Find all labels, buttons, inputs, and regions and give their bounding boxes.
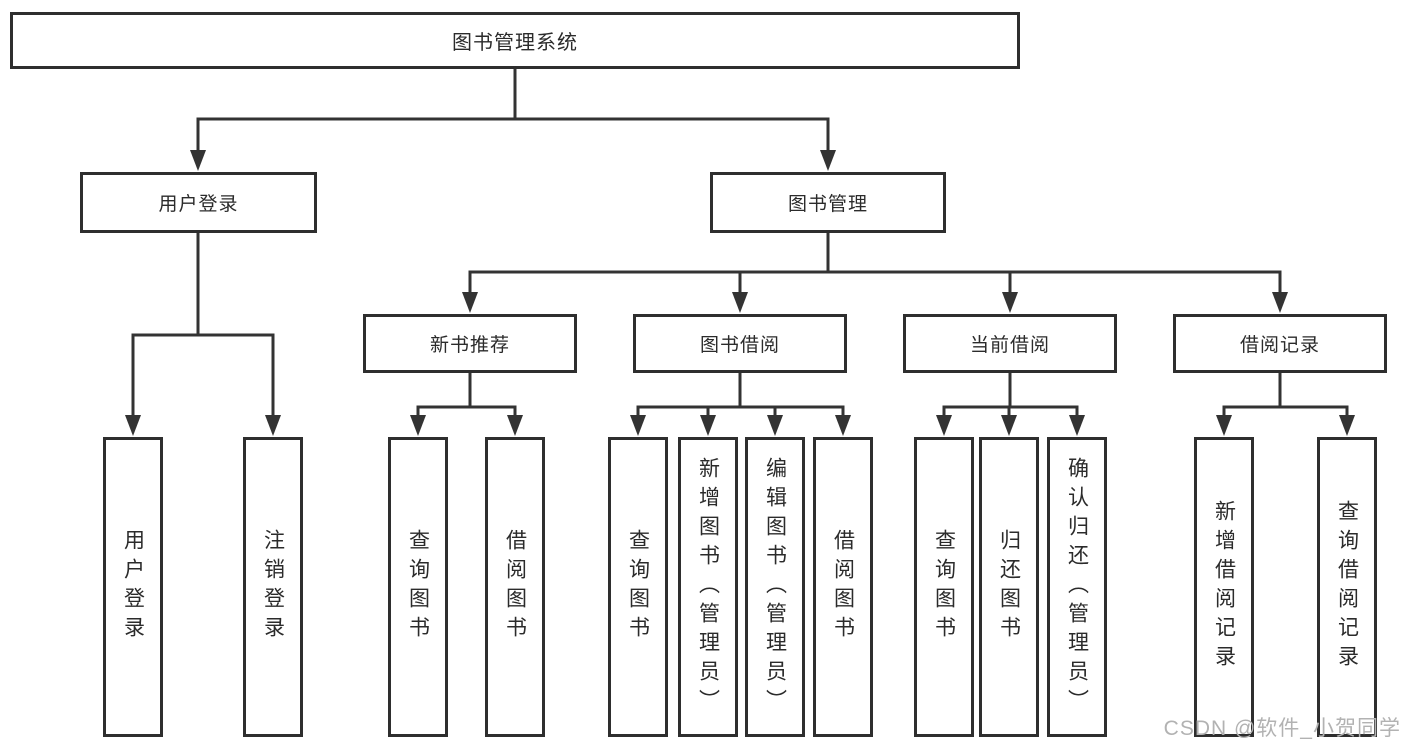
node-book-management: 图书管理	[710, 172, 946, 233]
node-current-borrowing: 当前借阅	[903, 314, 1117, 373]
leaf-return-books: 归还图书	[979, 437, 1039, 737]
leaf-add-borrow-record-label: 新增借阅记录	[1212, 500, 1236, 674]
node-system-root: 图书管理系统	[10, 12, 1020, 69]
node-borrowing-records-label: 借阅记录	[1239, 335, 1320, 356]
csdn-watermark: CSDN @软件_小贺同学	[1163, 717, 1401, 740]
leaf-confirm-return-admin: 确认归还（管理员）	[1047, 437, 1107, 737]
leaf-user-login-label: 用户登录	[121, 529, 145, 645]
leaf-query-books-recommend: 查询图书	[388, 437, 448, 737]
connector-book-borrow-to-leaves	[630, 373, 851, 436]
node-book-borrowing-label: 图书借阅	[699, 335, 780, 356]
node-new-book-recommend-label: 新书推荐	[429, 335, 510, 356]
leaf-borrow-books: 借阅图书	[813, 437, 873, 737]
node-borrowing-records: 借阅记录	[1173, 314, 1387, 373]
leaf-borrow-books-recommend-label: 借阅图书	[503, 529, 527, 645]
node-user-login-label: 用户登录	[158, 194, 239, 215]
leaf-edit-books-admin: 编辑图书（管理员）	[745, 437, 805, 737]
node-new-book-recommend: 新书推荐	[363, 314, 577, 373]
leaf-logout-label: 注销登录	[261, 529, 285, 645]
leaf-return-books-label: 归还图书	[997, 529, 1021, 645]
leaf-edit-books-admin-label: 编辑图书（管理员）	[763, 456, 787, 718]
leaf-borrow-books-label: 借阅图书	[831, 529, 855, 645]
leaf-query-books-recommend-label: 查询图书	[406, 529, 430, 645]
leaf-query-books-current: 查询图书	[914, 437, 974, 737]
leaf-query-books-current-label: 查询图书	[932, 529, 956, 645]
leaf-add-borrow-record: 新增借阅记录	[1194, 437, 1254, 737]
connector-current-borrow-to-leaves	[936, 373, 1085, 436]
leaf-query-borrow-record-label: 查询借阅记录	[1335, 500, 1359, 674]
leaf-confirm-return-admin-label: 确认归还（管理员）	[1065, 456, 1089, 718]
leaf-logout: 注销登录	[243, 437, 303, 737]
node-system-root-label: 图书管理系统	[452, 32, 578, 54]
connector-new-book-rec-to-leaves	[410, 373, 523, 436]
leaf-query-books-borrow: 查询图书	[608, 437, 668, 737]
leaf-add-books-admin-label: 新增图书（管理员）	[696, 456, 720, 718]
node-book-borrowing: 图书借阅	[633, 314, 847, 373]
leaf-add-books-admin: 新增图书（管理员）	[678, 437, 738, 737]
connector-root-to-level2	[190, 68, 836, 171]
leaf-user-login: 用户登录	[103, 437, 163, 737]
connector-book-mgmt-to-level3	[462, 233, 1288, 313]
node-user-login: 用户登录	[80, 172, 317, 233]
node-book-management-label: 图书管理	[787, 194, 868, 215]
node-current-borrowing-label: 当前借阅	[969, 335, 1050, 356]
leaf-query-borrow-record: 查询借阅记录	[1317, 437, 1377, 737]
leaf-borrow-books-recommend: 借阅图书	[485, 437, 545, 737]
leaf-query-books-borrow-label: 查询图书	[626, 529, 650, 645]
connector-user-login-to-leaves	[125, 232, 281, 436]
connector-borrow-records-to-leaves	[1216, 373, 1355, 436]
